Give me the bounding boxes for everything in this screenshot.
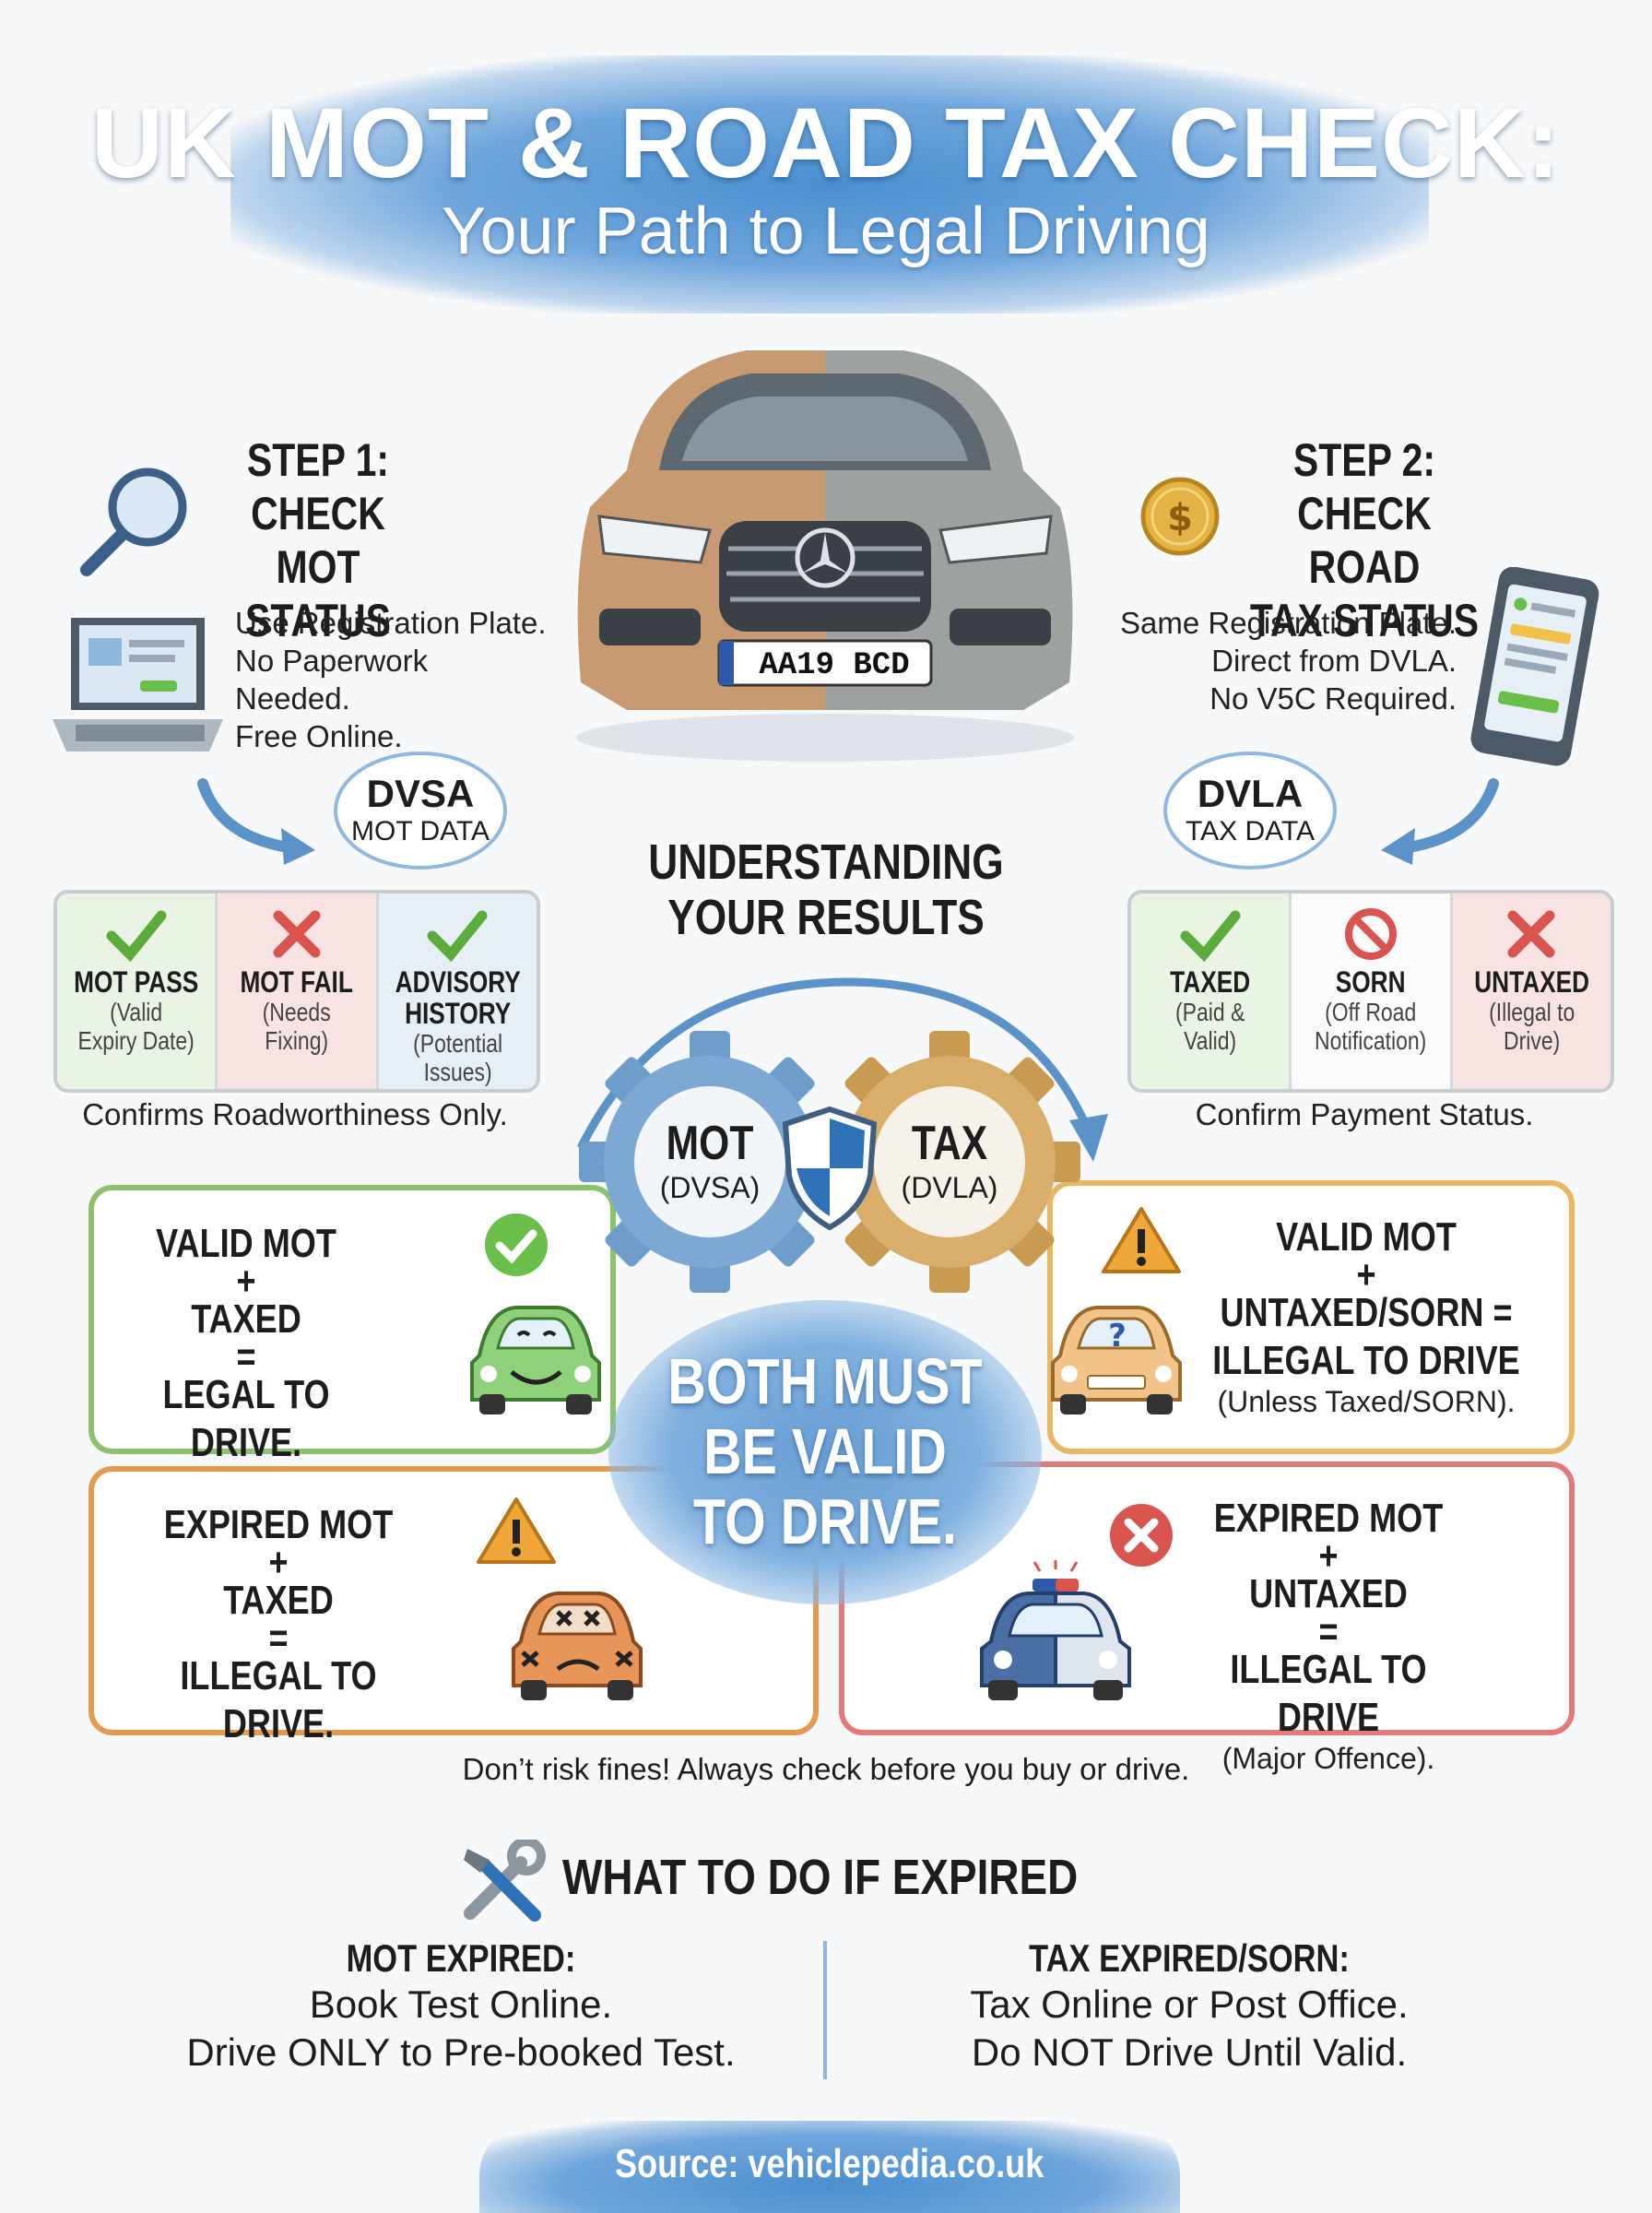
- check-circle-icon: [485, 1213, 548, 1276]
- cross-circle-icon: [1110, 1504, 1173, 1567]
- warning-icon: [477, 1497, 556, 1564]
- tools-icon: [464, 1840, 546, 1922]
- coin-icon: $: [1140, 477, 1220, 556]
- check-icon: [427, 910, 488, 963]
- mot-expired-column: MOT EXPIRED: Book Test Online. Drive ONL…: [186, 1936, 736, 2074]
- mot-gear-icon: [579, 1031, 841, 1293]
- expired-section-title: WHAT TO DO IF EXPIRED: [562, 1850, 1079, 1905]
- check-icon: [1180, 910, 1241, 963]
- license-plate: AA19 BCD: [759, 648, 909, 683]
- understanding-heading: UNDERSTANDING YOUR RESULTS: [648, 834, 1004, 945]
- tax-gear-label: TAX (DVLA): [901, 1117, 998, 1204]
- both-must-be-valid: BOTH MUST BE VALID TO DRIVE.: [667, 1345, 983, 1557]
- cross-icon: [1507, 910, 1555, 958]
- magnifier-icon: [80, 467, 187, 576]
- footer-source: Source: vehiclepedia.co.uk: [615, 2141, 1044, 2186]
- step2-bullets: Same Registration Plate. Direct from DVL…: [1119, 606, 1457, 716]
- page-title: UK MOT & ROAD TAX CHECK:: [91, 87, 1561, 198]
- column-divider: [823, 1941, 827, 2079]
- title-banner: [230, 55, 1429, 314]
- no-entry-icon: [1344, 908, 1397, 960]
- warning-line: Don’t risk fines! Always check before yo…: [462, 1752, 1190, 1786]
- tax-results-cards: TAXED (Paid & Valid) SORN (Off Road Noti…: [1127, 890, 1614, 1093]
- shield-icon: [782, 1106, 878, 1231]
- result-card-mot-fail: MOT FAIL (Needs Fixing): [218, 893, 379, 1089]
- step1-caption: Confirms Roadworthiness Only.: [82, 1097, 508, 1131]
- gears-graphic: [579, 1031, 1080, 1293]
- happy-car-icon: [470, 1306, 601, 1414]
- question-car-icon: ?: [1051, 1306, 1182, 1414]
- result-card-taxed: TAXED (Paid & Valid): [1131, 893, 1292, 1089]
- tax-expired-column: TAX EXPIRED/SORN: Tax Online or Post Off…: [970, 1936, 1409, 2074]
- result-card-untaxed: UNTAXED (Illegal to Drive): [1452, 893, 1611, 1089]
- mot-results-cards: MOT PASS (Valid Expiry Date) MOT FAIL (N…: [53, 890, 540, 1093]
- dvsa-bubble: DVSA MOT DATA: [334, 751, 507, 870]
- dvla-bubble: DVLA TAX DATA: [1163, 751, 1337, 870]
- result-card-advisory-history: ADVISORY HISTORY (Potential Issues): [378, 893, 537, 1089]
- step2-title: STEP 2: CHECK ROAD TAX STATUS: [1249, 434, 1480, 646]
- sad-car-icon: [512, 1592, 643, 1700]
- result-card-mot-pass: MOT PASS (Valid Expiry Date): [57, 893, 218, 1089]
- cycle-arrow-icon: [576, 977, 1108, 1162]
- both-valid-wash: [608, 1300, 1042, 1604]
- cross-icon: [273, 910, 321, 958]
- car-illustration: AA19 BCD: [576, 350, 1074, 762]
- footer-banner: [479, 2121, 1180, 2213]
- svg-text:?: ?: [1108, 1318, 1127, 1355]
- svg-text:$: $: [1167, 497, 1193, 539]
- step1-bullets: Use Registration Plate. No Paperwork Nee…: [235, 606, 547, 753]
- step1-title: STEP 1: CHECK MOT STATUS: [245, 434, 391, 646]
- arrow-down-left-icon: [1381, 778, 1499, 865]
- laptop-icon: [53, 618, 223, 751]
- smartphone-icon: [1470, 567, 1599, 766]
- mot-gear-label: MOT (DVSA): [659, 1117, 761, 1204]
- police-car-icon: [980, 1560, 1131, 1700]
- check-icon: [106, 910, 167, 963]
- result-card-sorn: SORN (Off Road Notification): [1292, 893, 1453, 1089]
- arrow-down-right-icon: [197, 778, 315, 865]
- warning-icon: [1102, 1207, 1181, 1273]
- step2-caption: Confirm Payment Status.: [1195, 1097, 1534, 1131]
- outcome-expired-untaxed: EXPIRED MOT + UNTAXED = ILLEGAL TO DRIVE…: [839, 1462, 1575, 1775]
- page-subtitle: Your Path to Legal Driving: [442, 195, 1210, 268]
